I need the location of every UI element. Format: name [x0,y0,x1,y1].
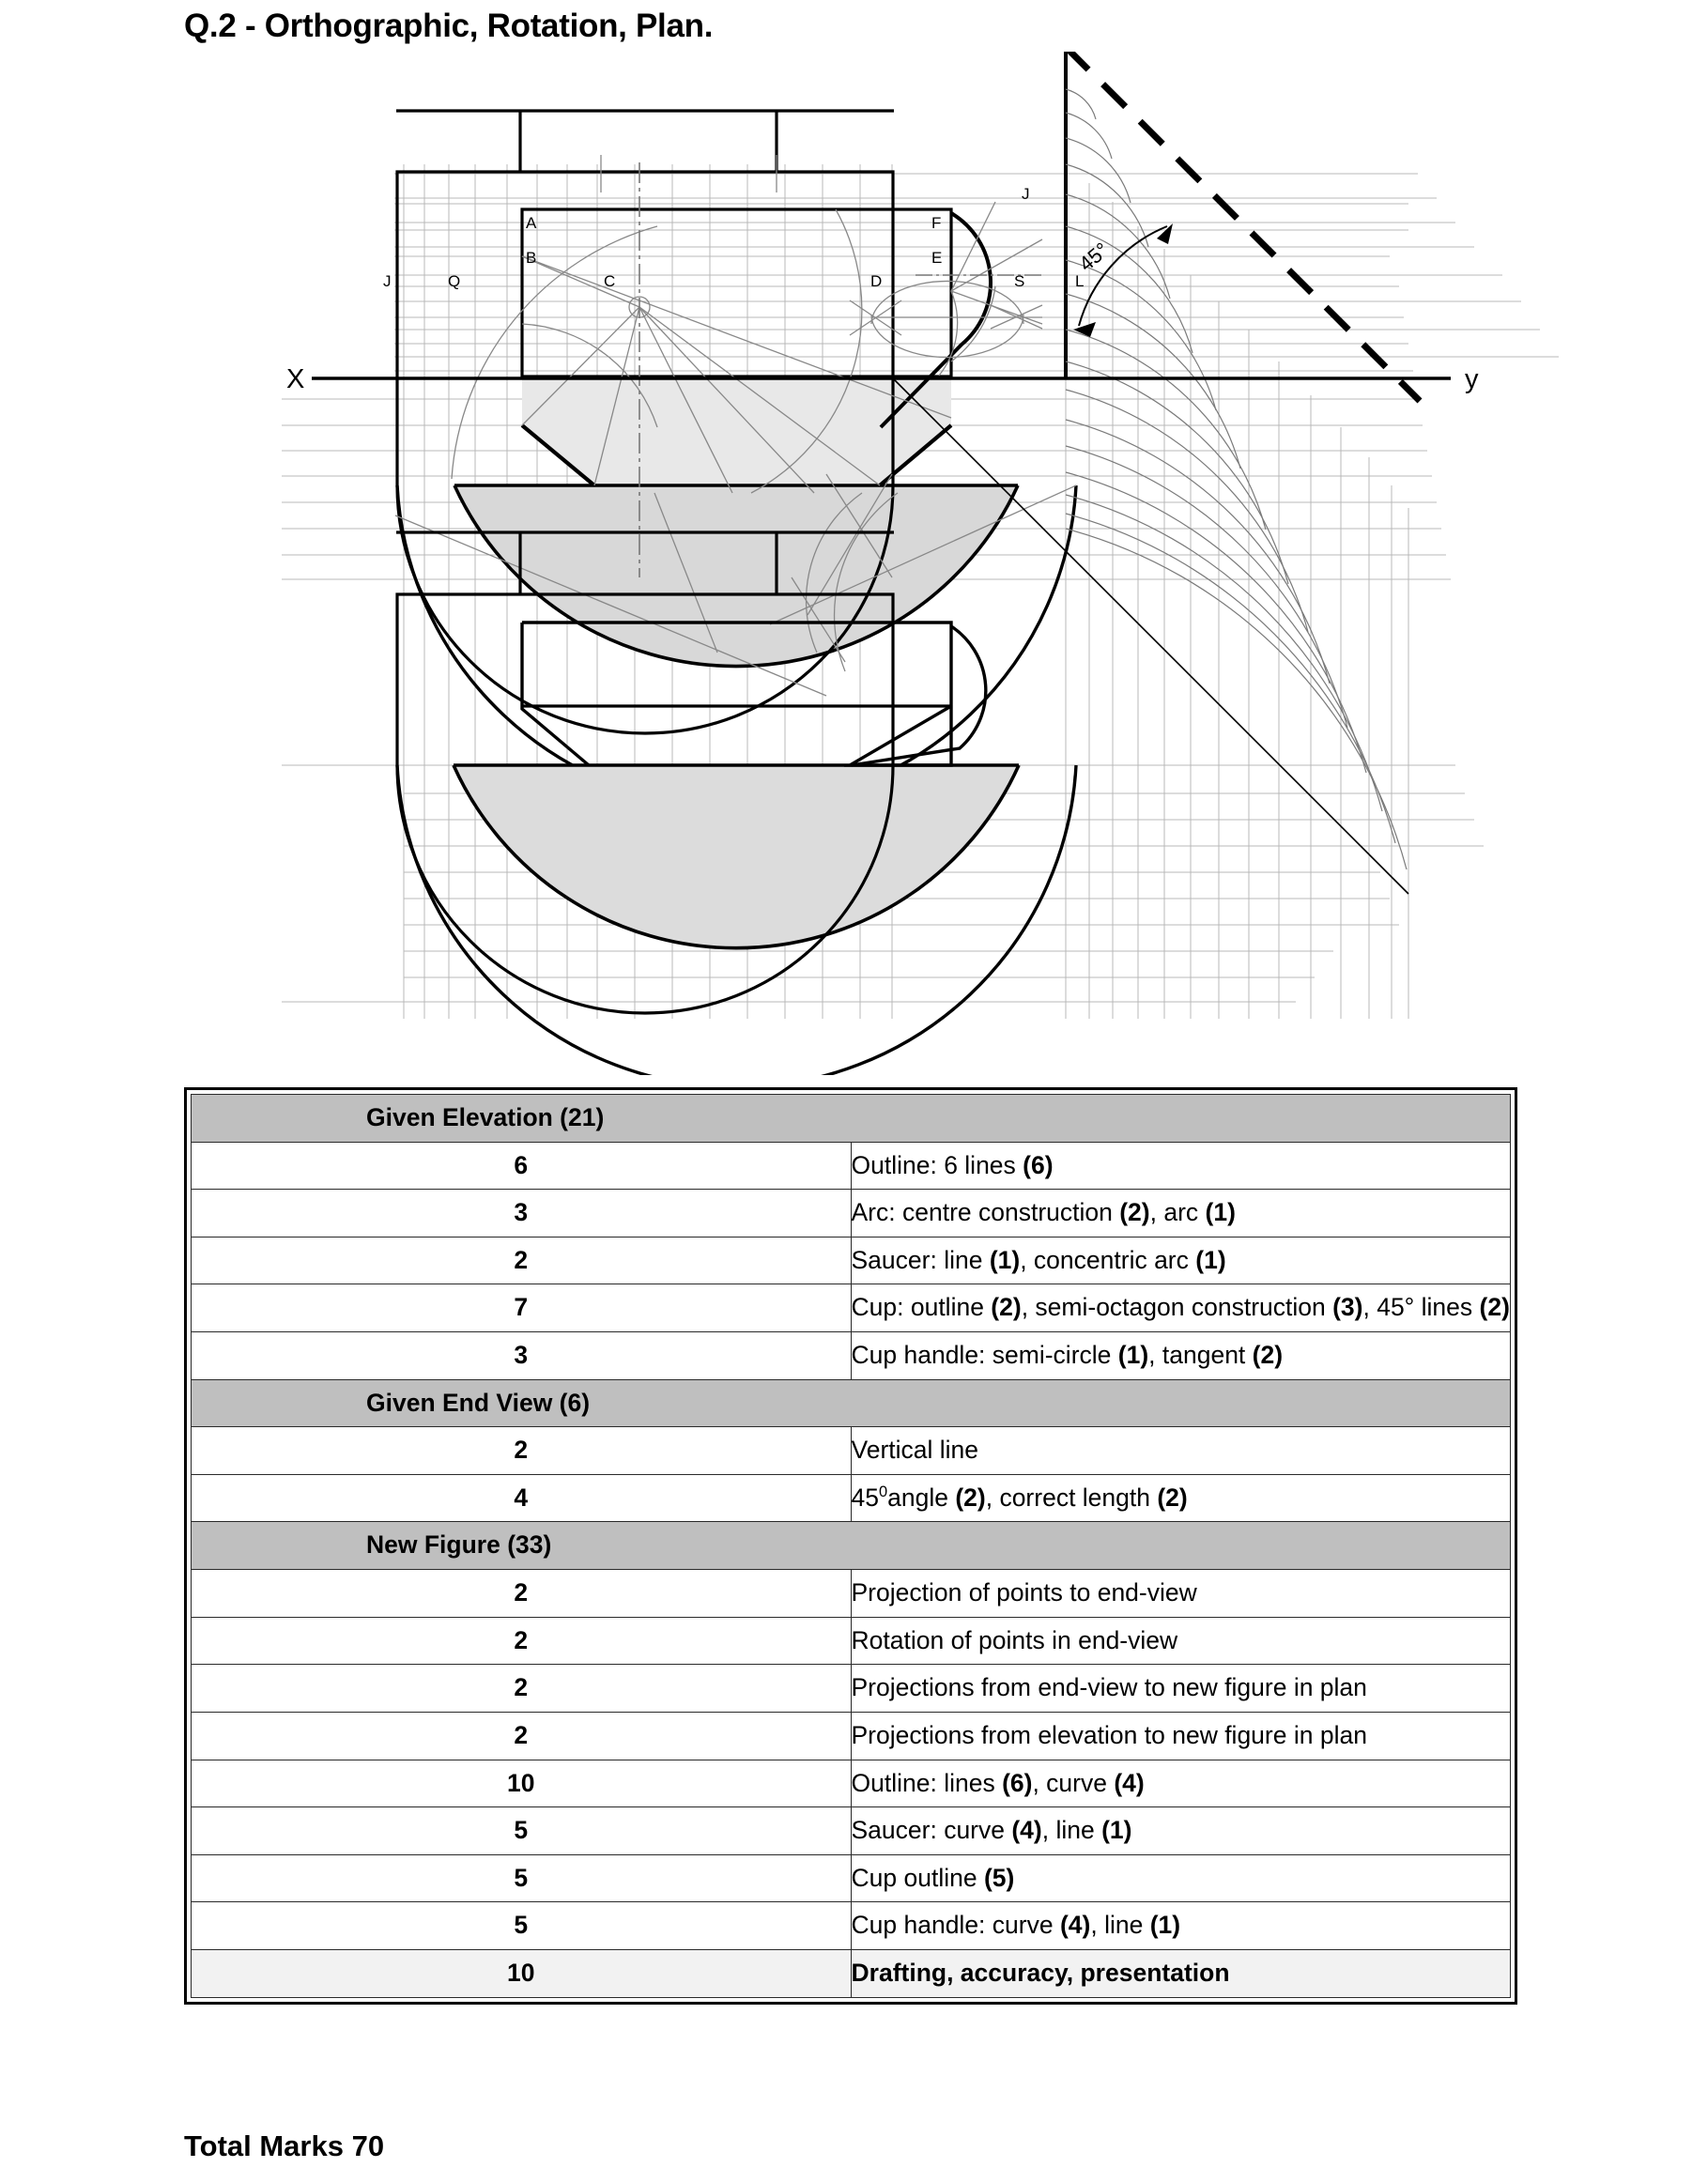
row-description: Arc: centre construction (2), arc (1) [850,1189,1511,1238]
row-marks: 10 [191,1759,852,1808]
row-description: Projections from end-view to new figure … [850,1664,1511,1713]
section-header-row: New Figure (33) [191,1521,1511,1571]
section-header-row: Given End View (6) [191,1378,1511,1428]
plan-top-flange [396,530,894,594]
xy-ground-line: X y [286,364,1479,895]
mitre-line [892,377,1409,895]
row-description: 450angle (2), correct length (2) [850,1473,1511,1523]
saucer-fill-plan [454,765,1019,948]
row-marks: 2 [191,1664,852,1713]
label-C: C [604,272,615,290]
row-marks: 2 [191,1711,852,1760]
row-marks: 3 [191,1331,852,1380]
row-marks: 5 [191,1806,852,1855]
label-D: D [870,272,882,290]
construction-lines-elevation [394,155,1077,697]
section-heading: Given Elevation (21) [191,1094,1511,1143]
row-description: Drafting, accuracy, presentation [850,1948,1511,1998]
row-marks: 3 [191,1189,852,1238]
angle-dimension: 45° [1073,223,1173,337]
end-view: 45° [1064,52,1423,870]
label-A: A [526,214,537,232]
elevation-view: A B F E J J Q C D S L [383,109,1084,809]
row-description: Cup: outline (2), semi-octagon construct… [850,1284,1511,1333]
cup-handle-plan [851,624,988,767]
row-marks: 4 [191,1473,852,1523]
row-description: Saucer: curve (4), line (1) [850,1806,1511,1855]
total-marks-label: Total Marks 70 [184,2129,385,2162]
row-description: Saucer: line (1), concentric arc (1) [850,1236,1511,1285]
row-description: Outline: 6 lines (6) [850,1141,1511,1191]
label-B: B [526,249,536,267]
section-heading: New Figure (33) [191,1521,1511,1571]
end-view-45-degree-line [1066,52,1423,404]
rotation-arcs [1065,88,1408,870]
row-description: Projection of points to end-view [850,1569,1511,1618]
technical-drawing: A B F E J J Q C D S L [0,52,1708,1075]
row-description: Projections from elevation to new figure… [850,1711,1511,1760]
label-S: S [1014,272,1024,290]
section-header-row: Given Elevation (21) [191,1094,1511,1143]
plan-new-figure [395,530,1078,1075]
semi-octagon-fill [522,377,951,485]
label-L: L [1075,272,1084,290]
saucer-elevation [453,484,1020,669]
row-marks: 2 [191,1616,852,1666]
row-description: Outline: lines (6), curve (4) [850,1759,1511,1808]
axis-label-x: X [286,364,304,394]
row-marks: 2 [191,1426,852,1475]
axis-label-y: y [1465,364,1479,394]
row-marks: 2 [191,1569,852,1618]
row-marks: 5 [191,1853,852,1903]
cup-handle-elevation [879,211,992,429]
row-description: Cup handle: curve (4), line (1) [850,1901,1511,1950]
elevation-top-flange [396,109,894,172]
section-heading: Given End View (6) [191,1378,1511,1428]
row-marks: 6 [191,1141,852,1191]
row-description: Cup outline (5) [850,1853,1511,1903]
label-J-handle: J [1022,185,1030,203]
page-title: Q.2 - Orthographic, Rotation, Plan. [184,8,714,44]
label-Q: Q [448,272,460,290]
row-description: Vertical line [850,1426,1511,1475]
row-marks: 7 [191,1284,852,1333]
saucer-outer-arc-plan [395,764,1078,1075]
saucer-plan [452,763,1021,950]
row-marks: 2 [191,1236,852,1285]
elevation-point-labels: A B F E J J Q C D S L [383,185,1084,290]
row-marks: 5 [191,1901,852,1950]
orthographic-drawing-svg: A B F E J J Q C D S L [282,52,1559,1075]
label-J-left: J [383,272,392,290]
label-E: E [931,249,942,267]
cup-outline-elevation [520,208,953,378]
label-F: F [931,214,941,232]
row-description: Rotation of points in end-view [850,1616,1511,1666]
row-description: Cup handle: semi-circle (1), tangent (2) [850,1331,1511,1380]
row-marks: 10 [191,1948,852,1998]
